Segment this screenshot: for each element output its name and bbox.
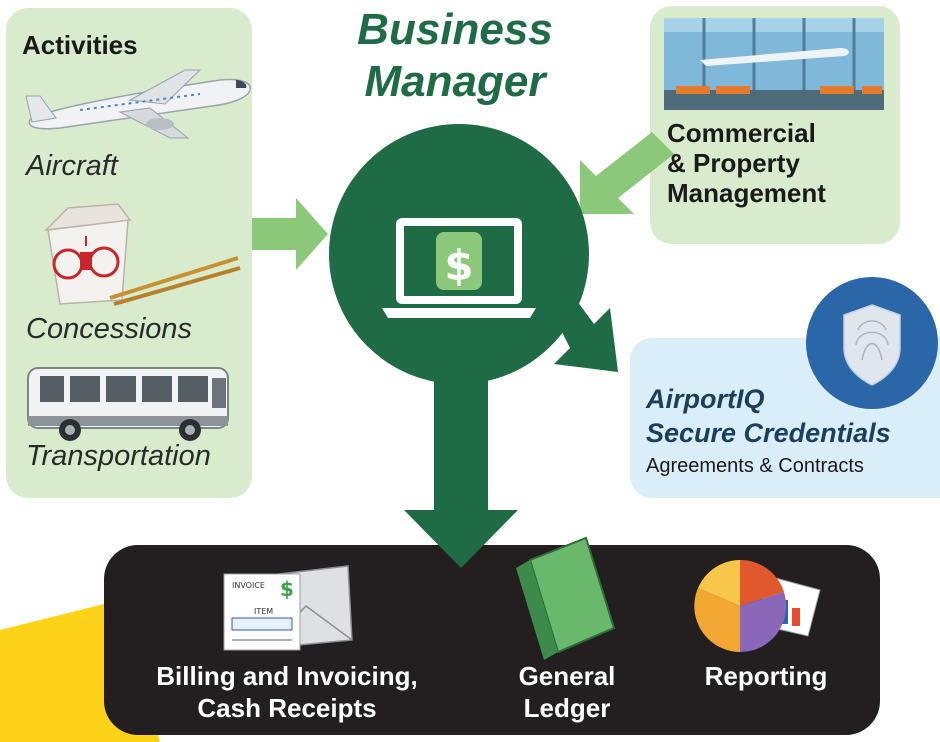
commercial-line-1: Commercial — [667, 118, 816, 148]
reporting-label: Reporting — [704, 661, 828, 691]
takeout-box-icon — [43, 203, 241, 306]
credentials-line-2: Secure Credentials — [646, 418, 891, 448]
fingerprint-shield-icon — [806, 277, 938, 409]
billing-line-2: Cash Receipts — [197, 693, 377, 723]
pie-chart-report-icon — [694, 559, 821, 653]
ledger-line-1: General — [518, 661, 616, 691]
dollar-icon: $ — [444, 241, 473, 290]
business-manager-hub: $ — [329, 124, 589, 384]
invoice-envelope-icon: INVOICE $ ITEM — [223, 565, 353, 651]
title-line-1: Business — [357, 5, 553, 54]
billing-label: Billing and Invoicing, Cash Receipts — [122, 660, 452, 724]
airplane-icon — [25, 69, 251, 139]
bus-icon — [27, 367, 229, 441]
commercial-line-2: & Property — [667, 148, 800, 178]
arrow-activities-to-manager — [252, 198, 328, 270]
billing-line-1: Billing and Invoicing, — [156, 661, 418, 691]
airport-terminal-icon — [664, 18, 884, 110]
commercial-property-label: Commercial & Property Management — [667, 118, 897, 208]
credentials-subtitle: Agreements & Contracts — [646, 455, 864, 477]
ledger-label: General Ledger — [492, 660, 642, 724]
activities-heading: Activities — [22, 30, 138, 60]
credentials-line-1: AirportIQ — [646, 384, 765, 414]
title-line-2: Manager — [364, 57, 546, 106]
svg-text:$: $ — [280, 577, 294, 601]
activity-label-concessions: Concessions — [26, 313, 193, 345]
activity-label-aircraft: Aircraft — [26, 150, 118, 182]
activity-label-transportation: Transportation — [26, 440, 211, 472]
commercial-line-3: Management — [667, 178, 826, 208]
arrow-manager-to-outputs — [404, 374, 518, 568]
ledger-book-icon — [516, 536, 616, 660]
credentials-title: AirportIQ Secure Credentials — [646, 382, 891, 450]
arrow-commercial-to-manager — [580, 132, 674, 214]
svg-text:ITEM: ITEM — [254, 607, 273, 616]
ledger-line-2: Ledger — [523, 693, 611, 723]
diagram-title: Business Manager — [340, 4, 570, 108]
svg-text:INVOICE: INVOICE — [232, 581, 265, 590]
